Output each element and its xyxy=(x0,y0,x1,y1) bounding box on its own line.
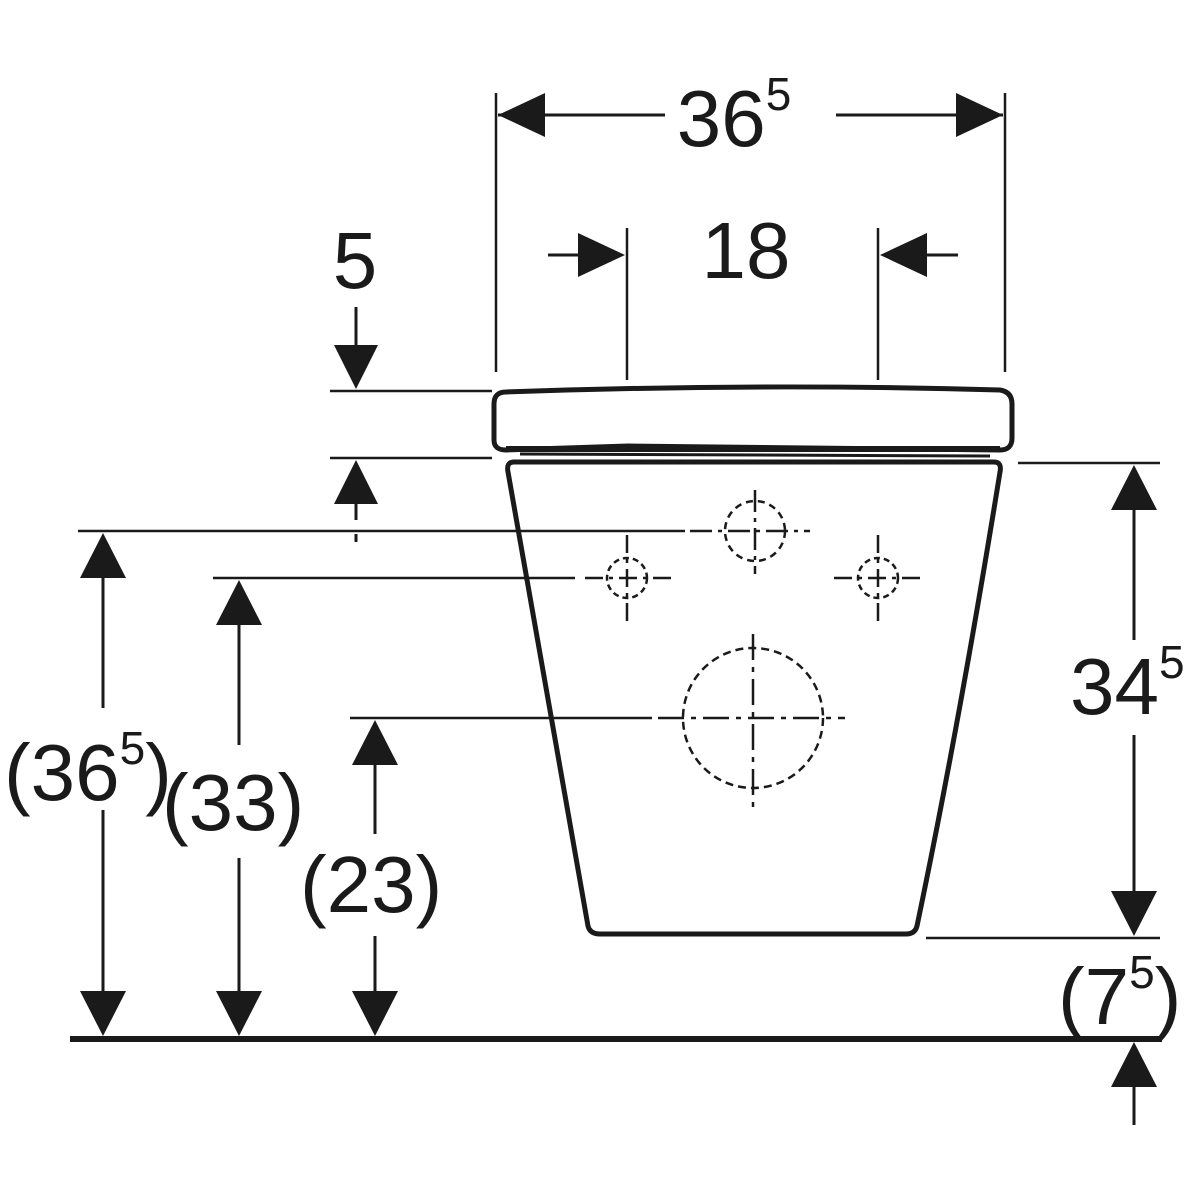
arrow-up-icon xyxy=(216,580,262,625)
bowl-height-main: 34 xyxy=(1070,642,1159,731)
floor-gap-sup: 5 xyxy=(1129,946,1155,998)
height-fixings-label: (33) xyxy=(162,758,304,847)
height-top-sup: 5 xyxy=(120,722,146,774)
floor-gap-label: (75) xyxy=(1058,946,1181,1041)
bowl-height-sup: 5 xyxy=(1159,636,1185,688)
total-width-sup: 5 xyxy=(766,68,792,120)
fixing-holes xyxy=(585,490,925,808)
dimension-bowl-height: 345 xyxy=(926,461,1185,940)
height-top-open: ( xyxy=(4,728,31,817)
wc-bowl xyxy=(505,459,1003,937)
dimension-total-width: 365 xyxy=(494,68,1007,372)
arrow-left-icon xyxy=(498,93,545,137)
arrow-down-icon xyxy=(80,991,126,1036)
arrow-down-icon xyxy=(334,345,378,389)
arrow-up-icon xyxy=(334,460,378,504)
bowl-height-label: 345 xyxy=(1070,636,1185,731)
arrow-right-icon xyxy=(956,93,1003,137)
arrow-up-icon xyxy=(1111,465,1157,510)
height-outlet-label: (23) xyxy=(300,840,442,929)
dimension-height-outlet: (23) xyxy=(300,720,442,1036)
dimension-heights-left: (365) (33) (23) xyxy=(4,529,685,1036)
arrow-left-icon xyxy=(880,233,927,277)
total-width-main: 36 xyxy=(677,74,766,163)
floor-gap-open: ( xyxy=(1058,952,1085,1041)
floor-gap-main: 7 xyxy=(1085,952,1130,1041)
dimension-height-fixings: (33) xyxy=(162,580,304,1036)
height-top-main: 36 xyxy=(31,728,120,817)
arrow-up-icon xyxy=(1111,1042,1157,1087)
arrow-down-icon xyxy=(216,991,262,1036)
dimension-fixing-spacing: 18 xyxy=(548,206,958,380)
floor-gap-close: ) xyxy=(1155,952,1182,1041)
dimension-height-top: (365) xyxy=(4,533,172,1036)
wc-seat xyxy=(491,384,1015,458)
arrow-down-icon xyxy=(1111,891,1157,936)
dimension-seat-thickness: 5 xyxy=(330,216,492,542)
fixing-spacing-label: 18 xyxy=(702,206,791,295)
arrow-right-icon xyxy=(578,233,625,277)
arrow-up-icon xyxy=(352,720,398,765)
height-top-label: (365) xyxy=(4,722,172,817)
arrow-up-icon xyxy=(80,533,126,578)
height-top-close: ) xyxy=(145,728,172,817)
seat-thickness-label: 5 xyxy=(333,216,378,305)
dimension-floor-gap: (75) xyxy=(1058,946,1181,1125)
arrow-down-icon xyxy=(352,991,398,1036)
total-width-label: 365 xyxy=(677,68,792,163)
